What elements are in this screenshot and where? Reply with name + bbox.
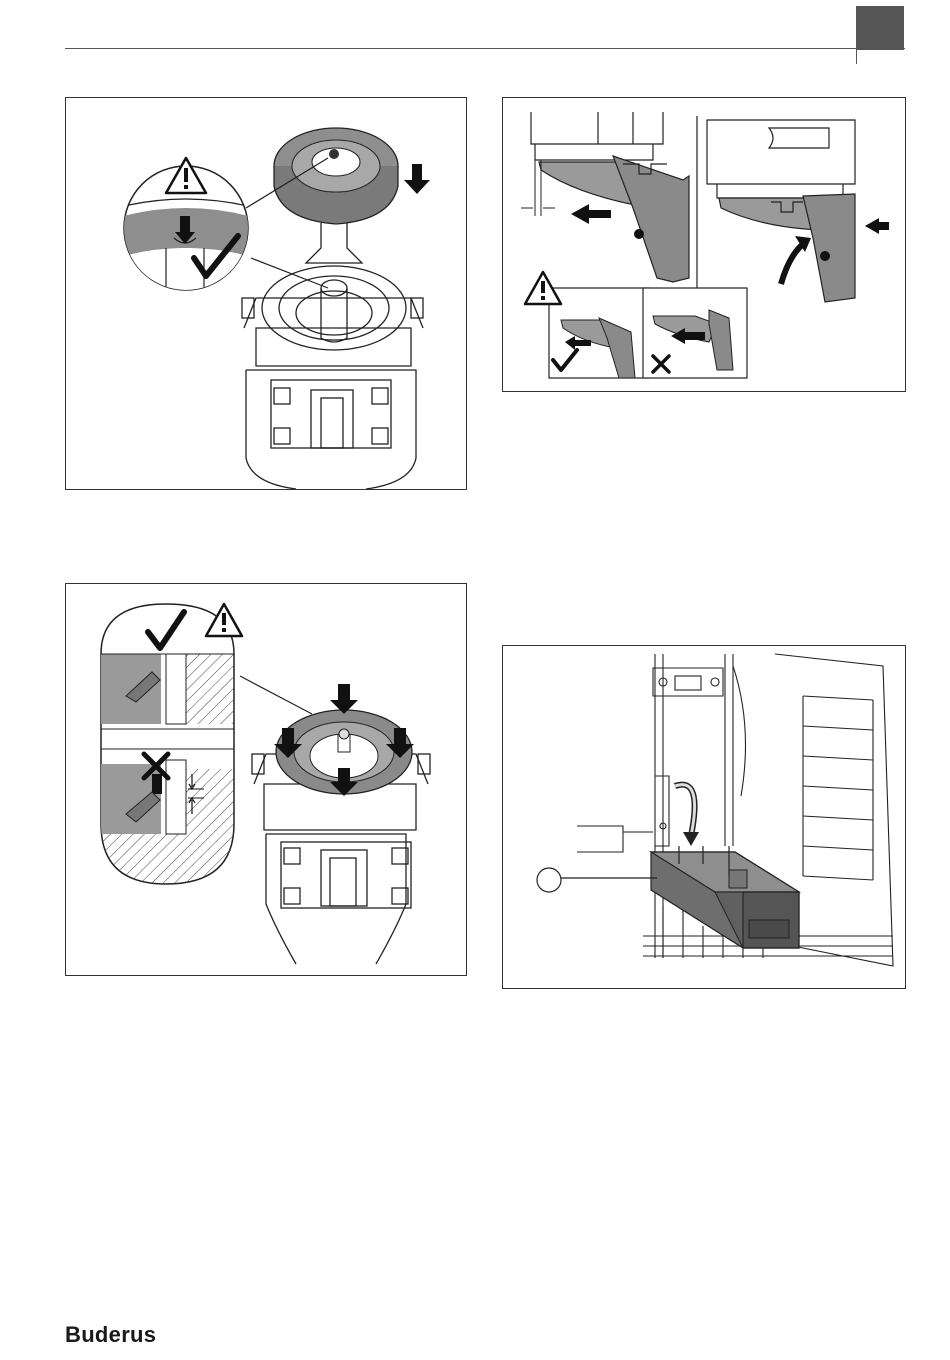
callout-circle-icon (537, 868, 657, 892)
detail-zoom-capsule (101, 604, 236, 884)
figure-seal-insertion (65, 97, 467, 490)
arrow-curved-icon (675, 785, 699, 846)
figure-seal-seating (65, 583, 467, 976)
arrow-down-icon (404, 164, 430, 194)
figure-box-install (502, 645, 906, 989)
chapter-tab (856, 6, 904, 50)
clip-right (719, 194, 855, 302)
arrow-left-icon (571, 204, 611, 224)
arrow-left-icon (865, 218, 889, 234)
header-rule (65, 48, 905, 49)
seal-ring (274, 128, 398, 224)
figure-siphon-clip (502, 97, 906, 392)
arrow-curved-icon (781, 236, 811, 284)
header-tick (856, 50, 857, 64)
brand-logo: Buderus (65, 1322, 156, 1348)
clip-left (539, 156, 689, 282)
component-box (651, 846, 799, 948)
